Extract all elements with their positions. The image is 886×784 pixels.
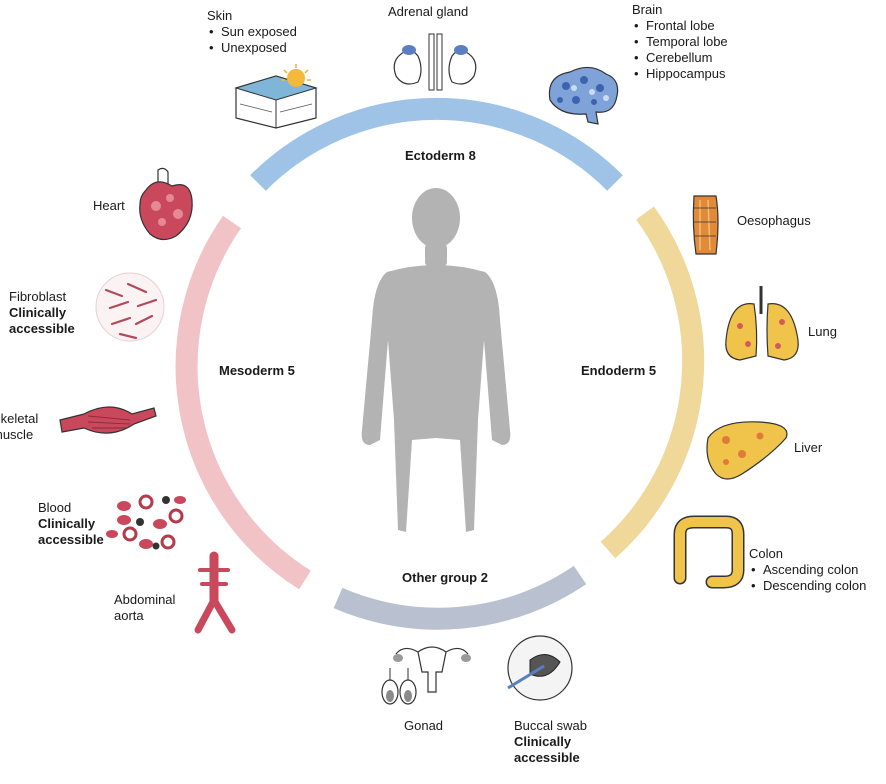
blood-note-line2: accessible (38, 532, 104, 547)
mesoderm-arc (175, 215, 311, 590)
abdominal-aorta-name-line2: aorta (114, 608, 144, 623)
skin-subtype: Sun exposed (207, 24, 297, 40)
fibroblast-name: Fibroblast (9, 289, 67, 304)
endoderm-label: Endoderm 5 (581, 363, 657, 378)
skeletal-muscle-label: Skeletal muscle (0, 411, 38, 443)
endoderm-arc (600, 206, 705, 559)
brain-label: Brain Frontal lobe Temporal lobe Cerebel… (632, 2, 728, 82)
brain-subtype: Temporal lobe (632, 34, 728, 50)
liver-label: Liver (794, 440, 822, 456)
blood-name: Blood (38, 500, 72, 515)
skeletal-muscle-name-line2: muscle (0, 427, 34, 442)
skeletal-muscle-name-line1: Skeletal (0, 411, 39, 426)
buccal-swab-note-line2: accessible (514, 750, 580, 765)
blood-note-line1: Clinically (38, 516, 96, 531)
skin-name: Skin (207, 8, 233, 23)
other-group-label: Other group 2 (402, 570, 488, 585)
colon-label: Colon Ascending colon Descending colon (749, 546, 866, 594)
colon-name: Colon (749, 546, 783, 561)
skin-icon (234, 64, 318, 129)
buccal-swab-icon (507, 635, 573, 701)
skin-subtype: Unexposed (207, 40, 297, 56)
gonad-name: Gonad (404, 718, 444, 733)
skeletal-muscle-icon (59, 406, 157, 434)
gonad-label: Gonad (404, 718, 443, 734)
blood-icon (106, 494, 186, 550)
skin-label: Skin Sun exposed Unexposed (207, 8, 297, 56)
colon-subtype: Descending colon (749, 578, 866, 594)
colon-icon (673, 515, 745, 589)
heart-label: Heart (93, 198, 125, 214)
liver-icon (706, 421, 788, 480)
mesoderm-label: Mesoderm 5 (219, 363, 295, 378)
liver-name: Liver (794, 440, 823, 455)
brain-subtype: Frontal lobe (632, 18, 728, 34)
fibroblast-label: Fibroblast Clinically accessible (9, 289, 89, 337)
brain-icon (548, 66, 619, 125)
blood-label: Blood Clinically accessible (38, 500, 104, 548)
lung-name: Lung (808, 324, 837, 339)
other-arc (333, 565, 587, 630)
human-body-icon (361, 188, 511, 532)
abdominal-aorta-label: Abdominal aorta (114, 592, 175, 624)
buccal-swab-label: Buccal swab Clinically accessible (514, 718, 587, 766)
buccal-swab-name: Buccal swab (514, 718, 587, 733)
adrenal-gland-name: Adrenal gland (388, 4, 469, 19)
adrenal-gland-label: Adrenal gland (388, 4, 468, 20)
buccal-swab-note-line1: Clinically (514, 734, 572, 749)
adrenal-gland-icon (393, 33, 477, 91)
heart-name: Heart (93, 198, 125, 213)
lung-label: Lung (808, 324, 837, 340)
oesophagus-icon (692, 195, 719, 255)
brain-subtype: Cerebellum (632, 50, 728, 66)
colon-subtype: Ascending colon (749, 562, 866, 578)
abdominal-aorta-icon (194, 551, 236, 634)
gonad-icon (381, 646, 471, 705)
brain-name: Brain (632, 2, 663, 17)
oesophagus-label: Oesophagus (737, 213, 811, 229)
lung-icon (725, 286, 799, 361)
heart-icon (139, 167, 193, 241)
abdominal-aorta-name-line1: Abdominal (114, 592, 176, 607)
brain-subtype: Hippocampus (632, 66, 728, 82)
fibroblast-note: Clinically accessible (9, 305, 75, 336)
ectoderm-arc (250, 97, 623, 191)
fibroblast-icon (95, 272, 165, 342)
oesophagus-name: Oesophagus (737, 213, 811, 228)
ectoderm-label: Ectoderm 8 (405, 148, 476, 163)
